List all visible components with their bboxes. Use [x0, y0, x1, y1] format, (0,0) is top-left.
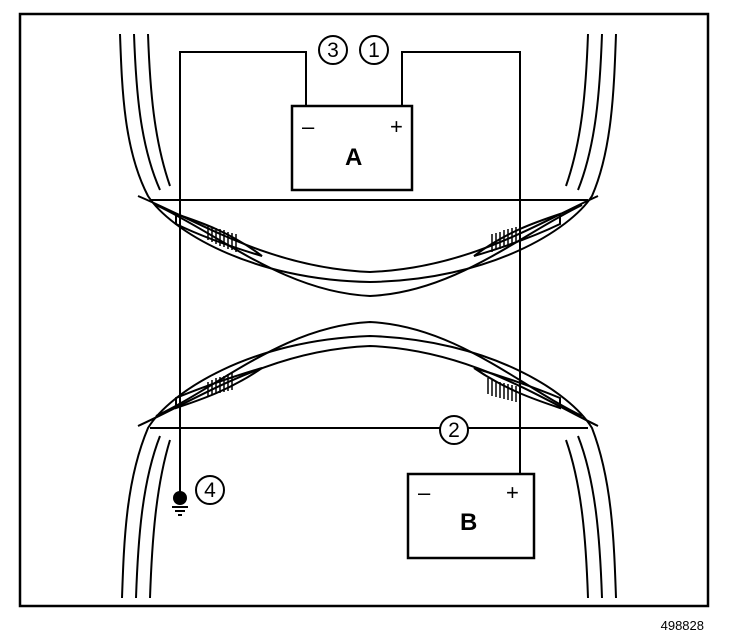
- cable-negative: [179, 51, 307, 492]
- callout-4: 4: [195, 475, 225, 505]
- callout-3: 3: [318, 35, 348, 65]
- battery-b-positive: +: [506, 480, 519, 505]
- callout-1: 1: [359, 35, 389, 65]
- battery-b-label: B: [460, 509, 477, 536]
- battery-a-label: A: [345, 144, 362, 171]
- callout-1-text: 1: [368, 39, 380, 62]
- cable-positive: [401, 51, 521, 474]
- vehicle-b-outline: [121, 320, 617, 599]
- callout-2-text: 2: [448, 419, 460, 442]
- callout-3-text: 3: [327, 39, 339, 62]
- figure-frame: [18, 12, 710, 608]
- vehicle-a-grille-left: [207, 226, 237, 252]
- vehicle-a-outline: [119, 33, 617, 298]
- battery-b-negative: –: [418, 480, 431, 505]
- vehicle-b-grille-left: [207, 373, 233, 396]
- callout-4-text: 4: [204, 479, 216, 502]
- ground-icon: [172, 491, 188, 516]
- battery-b: [406, 472, 536, 560]
- callout-2: 2: [439, 415, 469, 445]
- battery-a: [290, 104, 414, 192]
- vehicle-b-grille-right: [487, 378, 517, 402]
- battery-a-negative: –: [302, 114, 315, 139]
- figure-code: 498828: [661, 618, 704, 633]
- battery-a-positive: +: [390, 114, 403, 139]
